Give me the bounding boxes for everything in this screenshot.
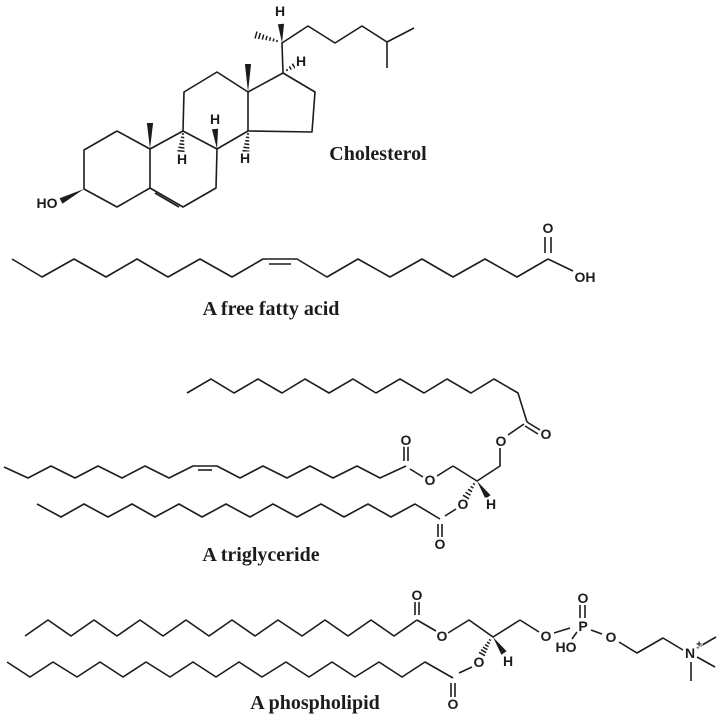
bond: [444, 508, 457, 517]
atom-label-o: O: [458, 496, 469, 512]
bond: [186, 378, 528, 423]
stereo-wedge-bond: [146, 123, 154, 149]
stereo-wedge-bond: [477, 481, 491, 499]
atom-label-o: O: [412, 587, 423, 603]
bond: [590, 629, 603, 635]
free-fatty-acid-name-label: A free fatty acid: [203, 298, 340, 320]
bond: [696, 636, 717, 649]
stereo-wedge-bond: [211, 128, 219, 149]
bond: [547, 258, 574, 272]
atom-label-n: N: [685, 645, 695, 661]
atom-label-o: O: [437, 628, 448, 644]
stereo-wedge-bond: [493, 637, 507, 655]
stereo-hash-bond: [242, 133, 250, 153]
bond: [447, 619, 521, 638]
bond: [3, 465, 407, 479]
atom-label-o: O: [435, 536, 446, 552]
atom-label-o: O: [496, 433, 507, 449]
bond: [11, 258, 549, 278]
bond: [154, 192, 180, 208]
stereo-hash-bond: [478, 638, 492, 657]
stereo-hash-bond: [177, 133, 185, 153]
atom-label-p: P: [578, 618, 587, 634]
molecule-free-fatty-acid: O OH A free fatty acid: [11, 218, 598, 320]
bond: [696, 656, 716, 668]
bond: [507, 423, 525, 436]
bond: [452, 448, 501, 482]
triglyceride-skeleton: [3, 378, 541, 537]
atom-label-o: O: [578, 590, 589, 606]
molecule-cholesterol: H H H H H HO Cholesterol: [35, 1, 428, 213]
bond: [182, 71, 249, 150]
bond: [416, 619, 437, 632]
stereo-hash-bond: [285, 60, 300, 72]
bond: [36, 503, 441, 520]
atom-label-h: H: [275, 3, 285, 19]
free-fatty-acid-skeleton: [11, 237, 574, 278]
atom-label-o: O: [541, 628, 552, 644]
atom-label-o: O: [541, 426, 552, 442]
bond: [458, 666, 473, 674]
atom-label-ho: HO: [556, 639, 577, 655]
stereo-wedge-bond: [277, 23, 285, 43]
bond: [571, 631, 578, 640]
bond: [6, 661, 454, 679]
bond: [519, 619, 540, 633]
bond: [436, 465, 454, 477]
atom-label-h: H: [240, 150, 250, 166]
stereo-wedge-bond: [59, 189, 84, 204]
atom-label-o: O: [425, 472, 436, 488]
atom-label-o: O: [448, 696, 459, 712]
atom-label-o: O: [543, 220, 554, 236]
stereo-hash-bond: [462, 482, 476, 500]
bond: [83, 130, 151, 208]
bond: [149, 130, 218, 208]
atom-label-h: H: [503, 653, 513, 669]
bond: [553, 627, 571, 634]
bond: [618, 637, 684, 654]
atom-label-h: H: [177, 151, 187, 167]
atom-label-o: O: [606, 629, 617, 645]
atom-label-o: O: [401, 432, 412, 448]
stereo-hash-bond: [254, 31, 279, 43]
bond: [526, 421, 541, 431]
phospholipid-name-label: A phospholipid: [250, 692, 380, 714]
bond: [524, 425, 539, 435]
bond: [247, 72, 316, 133]
atom-label-h: H: [486, 496, 496, 512]
atom-label-o: O: [474, 654, 485, 670]
atom-label-ho: HO: [37, 195, 58, 211]
atom-label-oh: OH: [575, 269, 596, 285]
cholesterol-skeleton: [59, 23, 415, 208]
stereo-wedge-bond: [244, 64, 252, 92]
atom-label-+: +: [696, 640, 702, 651]
molecule-triglyceride: O O O O O H O A triglyceride: [3, 378, 554, 566]
triglyceride-name-label: A triglyceride: [202, 544, 319, 566]
atom-label-h: H: [296, 53, 306, 69]
bond: [24, 619, 418, 637]
cholesterol-name-label: Cholesterol: [329, 143, 427, 165]
phospholipid-skeleton: [6, 602, 717, 697]
bond: [409, 468, 424, 478]
atom-label-h: H: [210, 111, 220, 127]
